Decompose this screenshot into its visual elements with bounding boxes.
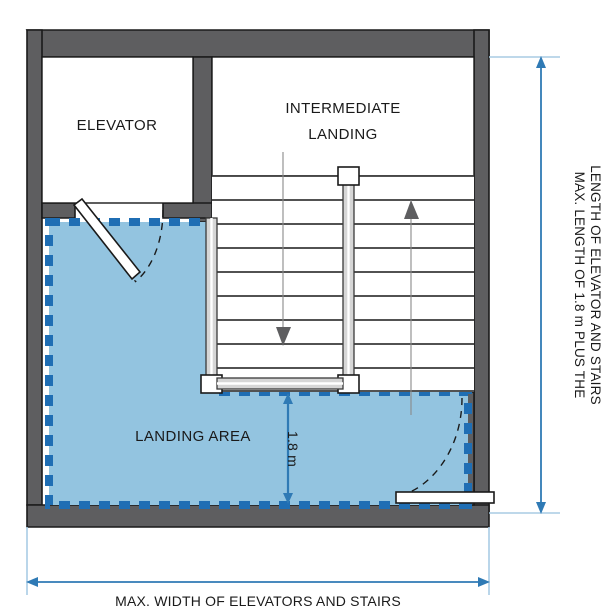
elevator-label: ELEVATOR: [77, 117, 158, 134]
elevator-door-swing-arc-2: [134, 209, 164, 283]
handrail-newel-post-top: [337, 166, 360, 186]
intermediate-landing-label-line2: LANDING: [308, 126, 377, 143]
wall-elevator-bottom-left: [41, 202, 76, 219]
stair-direction-arrow-up: [404, 200, 419, 219]
dimension-width-label: MAX. WIDTH OF ELEVATORS AND STAIRS: [115, 593, 401, 609]
stair-direction-arrow-down: [276, 327, 291, 346]
dimension-height-label-line1: MAX. LENGTH OF 1.8 m PLUS THE: [572, 172, 587, 399]
dimension-overall-height: MAX. LENGTH OF 1.8 m PLUS THE LENGTH OF …: [489, 56, 601, 514]
landing-area-fill: [49, 222, 468, 505]
dimension-width-arrow-left: [26, 577, 38, 587]
intermediate-landing-room: INTERMEDIATE LANDING: [211, 56, 475, 177]
intermediate-landing-label-line1: INTERMEDIATE: [285, 100, 400, 117]
down-arrow-head: [276, 327, 291, 346]
dimension-height-arrow-top: [536, 56, 546, 68]
exit-door-leaf: [395, 491, 495, 504]
dimension-landing-depth: 1.8 m: [283, 393, 301, 504]
elevator-door-leaf: [72, 197, 142, 281]
dimension-height-arrow-bottom: [536, 502, 546, 514]
wall-left: [26, 29, 43, 506]
landing-area-label: LANDING AREA: [135, 428, 251, 445]
dimension-overall-width: MAX. WIDTH OF ELEVATORS AND STAIRS: [26, 527, 490, 609]
up-arrow-head: [404, 200, 419, 219]
wall-partition-vertical: [192, 56, 213, 223]
wall-top: [25, 29, 490, 58]
dimension-1-8m-arrow-top: [283, 393, 293, 404]
exit-door-swing-arc: [396, 397, 463, 497]
exit-door: [395, 397, 495, 504]
stair-walk-lines: [282, 152, 412, 415]
elevator-room-outline: [41, 56, 194, 204]
intermediate-landing-outline: [211, 56, 475, 177]
wall-right: [473, 29, 490, 514]
dimension-1-8m-arrow-bottom: [283, 493, 293, 504]
dimension-1-8m-label: 1.8 m: [285, 431, 301, 467]
handrail-bottom: [216, 377, 344, 390]
dimension-width-arrow-right: [478, 577, 490, 587]
staircase: [200, 152, 474, 415]
elevator-room: ELEVATOR: [41, 56, 194, 204]
wall-elevator-bottom-right: [162, 202, 213, 219]
building-walls: [25, 29, 490, 528]
dimension-height-label-line2: LENGTH OF ELEVATOR AND STAIRS: [588, 165, 601, 405]
elevator-door: [72, 197, 164, 283]
